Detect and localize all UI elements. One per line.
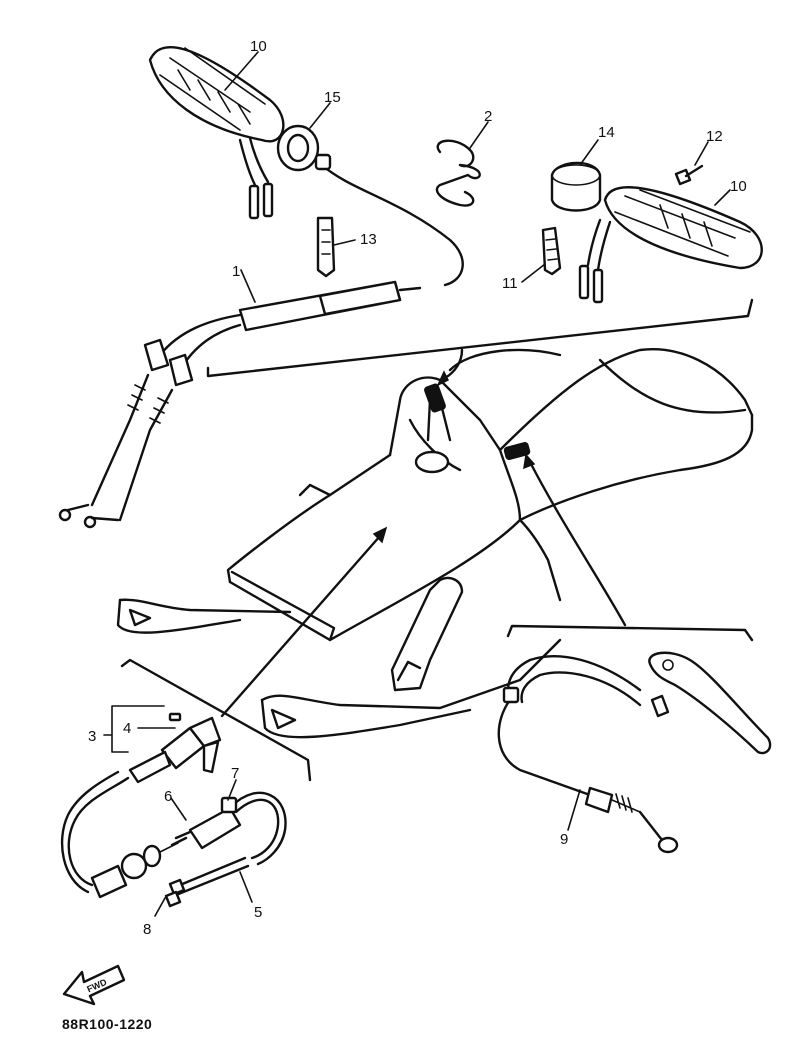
callout-5: 5 (254, 904, 262, 921)
right-grip[interactable] (578, 186, 763, 304)
snowmobile-body (116, 348, 754, 739)
wire-harness[interactable] (170, 791, 287, 866)
cable-band-right[interactable] (541, 226, 562, 276)
callout-8: 8 (143, 921, 151, 938)
left-grip[interactable] (148, 46, 285, 220)
bolt[interactable] (674, 164, 704, 186)
wire-clip[interactable] (435, 139, 481, 207)
arrow-brake-to-body (528, 460, 627, 627)
arrowhead-2 (372, 526, 388, 544)
arrowhead-1 (436, 370, 450, 387)
callout-11: 11 (502, 275, 518, 292)
throttle-cable[interactable] (58, 153, 464, 529)
callout-bracket-3 (103, 705, 165, 753)
arrow-switch-to-body (220, 534, 382, 718)
callout-2: 2 (484, 108, 492, 125)
grip-collar[interactable] (276, 124, 320, 172)
callout-3: 3 (88, 728, 96, 745)
callout-1: 1 (232, 263, 240, 280)
ignition-switch[interactable] (60, 712, 222, 894)
callout-4: 4 (123, 720, 131, 737)
callout-15: 15 (324, 89, 341, 106)
arrow-handlebar-to-body (443, 348, 464, 380)
callout-7: 7 (231, 765, 239, 782)
callout-14: 14 (598, 124, 615, 141)
upper-section-bracket (206, 298, 754, 378)
collar-right[interactable] (550, 161, 602, 212)
callout-10-left: 10 (250, 38, 267, 55)
leader-lines (137, 51, 731, 917)
cable-band-left[interactable] (316, 216, 336, 278)
arrowhead-3 (523, 453, 536, 470)
wire-lead[interactable] (164, 856, 250, 908)
callout-12: 12 (706, 128, 723, 145)
brake-lever[interactable] (648, 651, 772, 755)
drawing-code: 88R100-1220 (62, 1016, 153, 1032)
brake-cable[interactable] (497, 655, 679, 854)
callout-10-right: 10 (730, 178, 747, 195)
callout-numbers: 1 2 3 4 5 6 7 8 9 10 10 11 12 13 14 15 (88, 38, 747, 938)
callout-6: 6 (164, 788, 172, 805)
forward-arrow-icon: FWD (62, 964, 126, 1006)
switch-connector[interactable] (90, 842, 179, 899)
brake-section-bracket (506, 624, 754, 642)
switch-section-bracket (120, 658, 312, 782)
callout-13: 13 (360, 231, 377, 248)
callout-9: 9 (560, 831, 568, 848)
